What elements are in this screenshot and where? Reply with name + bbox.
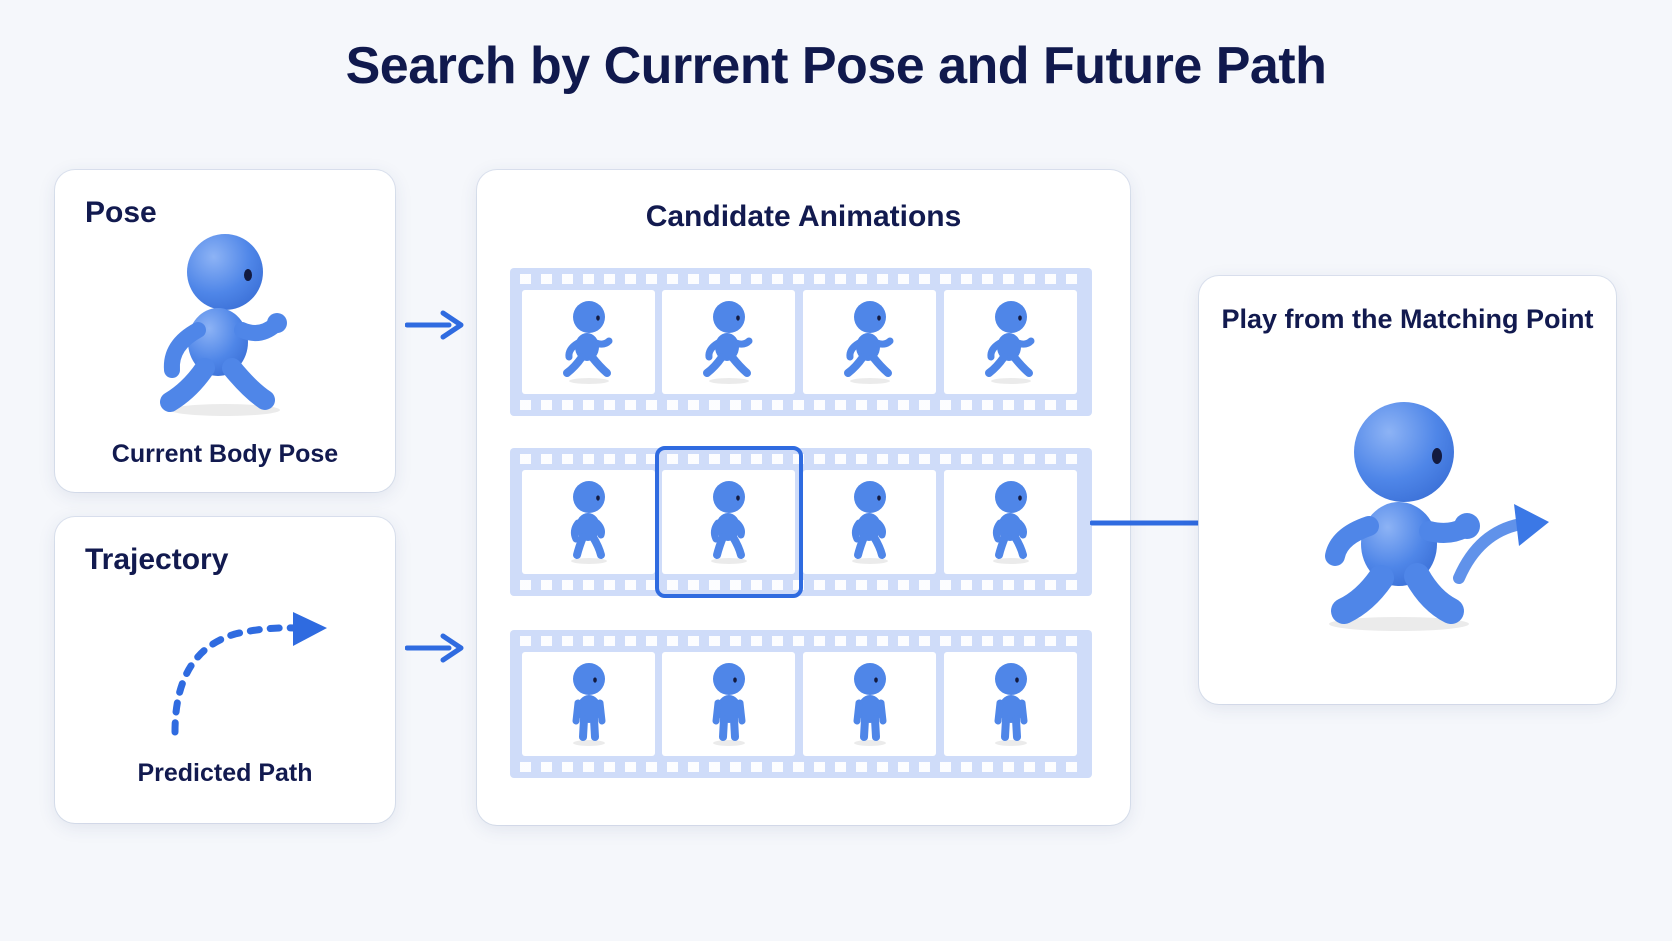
standing-figure-icon [712, 663, 745, 746]
animation-frame[interactable] [662, 470, 795, 574]
pose-to-candidates-arrow-icon [405, 310, 464, 340]
pose-caption: Current Body Pose [111, 440, 339, 468]
trajectory-heading: Trajectory [85, 543, 229, 576]
dashed-curved-arrow-icon [171, 612, 327, 736]
diagram-title: Search by Current Pose and Future Path [345, 37, 1327, 95]
trajectory-caption: Predicted Path [137, 759, 313, 787]
walking-figure-icon [562, 301, 612, 384]
result-card: Play from the Matching Point [1199, 276, 1616, 704]
trajectory-to-candidates-arrow-icon [405, 633, 464, 663]
result-heading: Play from the Matching Point [1221, 304, 1594, 334]
pose-card: Pose Current Body Pose [55, 170, 395, 492]
film-perforations [520, 762, 1082, 772]
matching-frame-highlight[interactable] [655, 446, 803, 598]
animation-frame[interactable] [662, 652, 795, 756]
standing-figure-icon [572, 663, 605, 746]
animation-frame[interactable] [522, 290, 655, 394]
animation-frame[interactable] [522, 470, 655, 574]
film-strip-walk [510, 268, 1092, 416]
jogging-figure-icon [570, 481, 607, 564]
walking-figure-icon [984, 301, 1034, 384]
standing-figure-icon [853, 663, 886, 746]
jogging-figure-icon [992, 481, 1029, 564]
film-perforations [520, 274, 1082, 284]
walking-figure-icon [843, 301, 893, 384]
walking-figure-with-arrow-icon [1325, 402, 1549, 631]
film-perforations [520, 400, 1082, 410]
trajectory-card: Trajectory Predicted Path [55, 517, 395, 823]
jogging-figure-icon [851, 481, 888, 564]
standing-figure-icon [994, 663, 1027, 746]
animation-frame[interactable] [522, 652, 655, 756]
walking-figure-icon [160, 234, 287, 416]
animation-frame[interactable] [803, 290, 936, 394]
film-perforations [520, 636, 1082, 646]
pose-heading: Pose [85, 196, 157, 229]
jogging-figure-icon [710, 481, 747, 564]
animation-frame[interactable] [944, 290, 1077, 394]
animation-frame[interactable] [803, 470, 936, 574]
walking-figure-icon [702, 301, 752, 384]
animation-frame[interactable] [944, 652, 1077, 756]
animation-frame[interactable] [944, 470, 1077, 574]
candidates-heading: Candidate Animations [645, 200, 962, 233]
animation-frame[interactable] [662, 290, 795, 394]
film-strip-idle [510, 630, 1092, 778]
animation-frame[interactable] [803, 652, 936, 756]
